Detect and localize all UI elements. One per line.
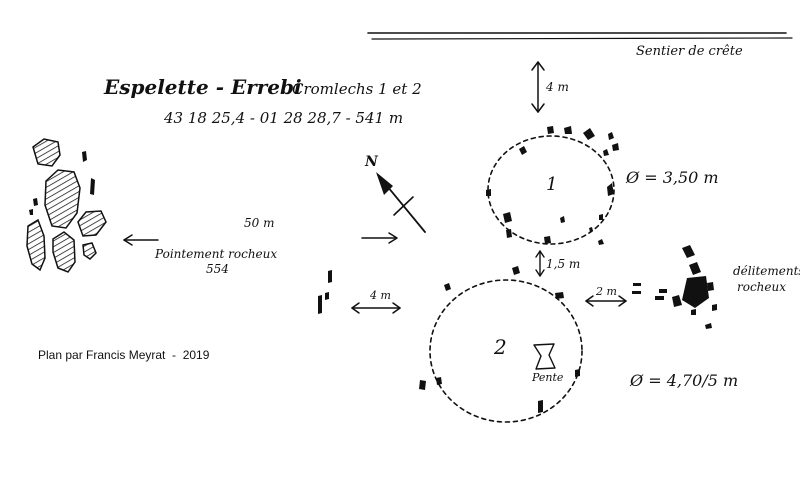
north-arrow-icon <box>376 172 426 233</box>
gps-coordinates: 43 18 25,4 - 01 28 28,7 - 541 m <box>163 109 403 127</box>
west-stones <box>318 270 332 314</box>
east-rocks-label-2: rocheux <box>737 280 786 294</box>
east-arrow-icon <box>361 232 398 244</box>
circle-1-diameter: Ø = 3,50 m <box>625 168 719 187</box>
cromlech-2 <box>419 266 583 423</box>
outcrop-distance: 50 m <box>244 216 274 230</box>
between-circles-label: 1,5 m <box>546 257 580 271</box>
west-distance-arrow <box>351 302 401 314</box>
west-distance-label: 4 m <box>369 289 391 302</box>
cromlech-1 <box>486 126 619 245</box>
east-distance-label: 2 m <box>595 285 617 298</box>
site-title: Espelette - Errebi <box>103 75 302 99</box>
outcrop-number: 554 <box>206 262 229 276</box>
rock-outcrop-cluster <box>26 138 107 273</box>
author-credit: Plan par Francis Meyrat - 2019 <box>38 348 210 362</box>
north-label: N <box>364 154 379 170</box>
path-distance-arrow <box>531 61 545 113</box>
ridge-path-lines <box>367 32 793 40</box>
east-rocks-cluster <box>632 245 717 329</box>
between-circles-arrow <box>535 250 545 277</box>
circle-2-diameter: Ø = 4,70/5 m <box>629 371 738 390</box>
circle-2-number: 2 <box>493 335 507 359</box>
site-subtitle: Cromlechs 1 et 2 <box>292 80 422 98</box>
outcrop-arrow-icon <box>123 234 159 246</box>
outcrop-label: Pointement rocheux <box>154 247 277 261</box>
slope-icon <box>533 343 556 370</box>
ridge-path-label: Sentier de crête <box>636 44 743 59</box>
path-distance-label: 4 m <box>545 80 569 94</box>
circle-1-number: 1 <box>546 174 557 195</box>
east-rocks-label-1: délitements <box>733 264 800 278</box>
slope-label: Pente <box>531 371 564 384</box>
east-distance-arrow <box>585 295 627 307</box>
